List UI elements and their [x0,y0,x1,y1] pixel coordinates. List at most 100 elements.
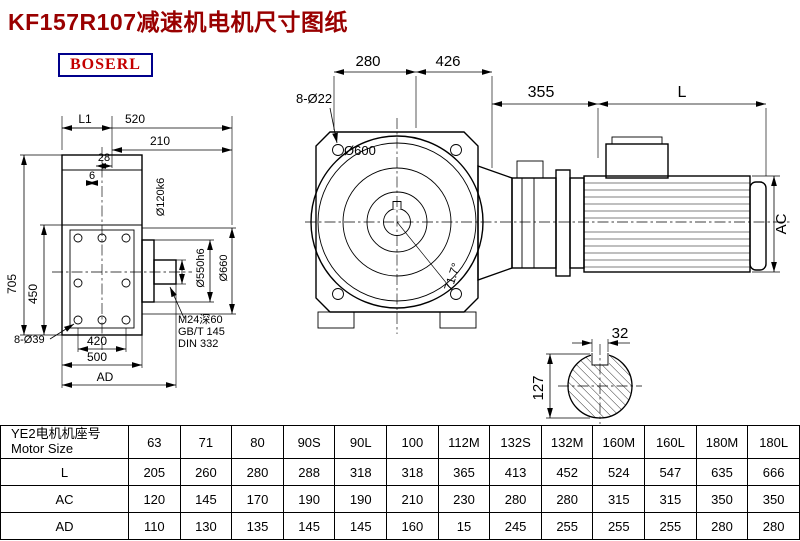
motor-size-header: YE2电机机座号 Motor Size [0,425,129,459]
column-header: 160L [644,425,697,459]
mounting-foot [439,311,477,329]
fan-cover [749,181,767,271]
dia-600-label: Ø600 [344,143,376,158]
table-cell: 280 [231,458,284,486]
table-header-row: YE2电机机座号 Motor Size 63 71 80 90S 90L 100… [0,425,800,459]
table-cell: 245 [489,512,542,540]
table-cell: 524 [592,458,646,486]
column-header: 90L [334,425,388,459]
table-cell: 145 [282,512,336,540]
flange-bolt-hole [450,288,462,300]
table-cell: 350 [747,485,800,513]
shaft-diameter-label: Ø120k6 [155,178,167,217]
table-cell: 170 [231,485,284,513]
dim-l-label: L [678,84,687,101]
column-header: 112M [437,425,491,459]
motor-size-header-cn: YE2电机机座号 [11,426,101,442]
motor-body [583,175,751,273]
dim-705-label: 705 [5,274,19,294]
table-cell: 160 [386,512,439,540]
motor-assembly-view: 355 L AC [477,84,790,281]
table-cell: 280 [695,512,749,540]
table-row-L: L 205 260 280 288 318 318 365 413 452 52… [0,458,800,486]
dim-ad-label: AD [97,370,114,384]
dim-355-label: 355 [528,84,555,101]
column-header: 71 [179,425,233,459]
table-cell: 280 [489,485,542,513]
table-cell: 145 [334,512,388,540]
brand-logo: BOSERL [58,53,153,77]
motor-size-header-en: Motor Size [11,441,74,456]
column-header: 132S [489,425,542,459]
table-cell: 315 [592,485,646,513]
shaft-section-detail: 32 127 [530,325,642,424]
table-cell: 318 [334,458,388,486]
dim-450-label: 450 [26,284,40,304]
table-cell: 120 [128,485,181,513]
table-cell: 255 [540,512,594,540]
terminal-box-lid [611,136,663,145]
flange-bolt-hole [332,144,344,156]
input-cover [516,160,544,179]
table-cell: 260 [179,458,233,486]
motor-cooling-fins [584,182,750,268]
bolt-hole [73,278,83,288]
table-cell: 547 [644,458,697,486]
dim-420-label: 420 [87,334,107,348]
dim-ac-label: AC [773,213,790,234]
row-label: AD [0,512,129,540]
dim-426-label: 426 [435,53,460,70]
output-flange-disc [141,239,155,303]
column-header: 63 [128,425,181,459]
dim-28-label: 28 [98,152,110,164]
table-cell: 110 [128,512,181,540]
column-header: 180M [695,425,749,459]
bolt-hole [73,233,83,243]
bolt-hole [121,278,131,288]
column-header: 160M [592,425,646,459]
table-cell: 255 [644,512,697,540]
table-cell: 210 [386,485,439,513]
dim-500-label: 500 [87,350,107,364]
technical-drawing: L1 520 210 28 6 705 450 8-Ø39 420 500 AD… [5,53,790,424]
table-cell: 666 [747,458,800,486]
flange-holes-label: 8-Ø22 [296,91,332,106]
dim-6-label: 6 [89,170,95,182]
table-cell: 315 [644,485,697,513]
dim-127-label: 127 [530,375,547,400]
table-cell: 230 [437,485,491,513]
table-cell: 255 [592,512,646,540]
tap-hole-label-line1: M24深60 [178,313,223,326]
table-cell: 145 [179,485,233,513]
flange-bolt-hole [450,144,462,156]
table-cell: 350 [695,485,749,513]
dim-280-label: 280 [355,53,380,70]
table-cell: 205 [128,458,181,486]
row-label: AC [0,485,129,513]
table-cell: 288 [282,458,336,486]
flange-diameter-label: Ø660 [218,255,230,282]
table-cell: 635 [695,458,749,486]
motor-front-bearing [569,177,585,269]
table-cell: 135 [231,512,284,540]
bolt-hole [121,315,131,325]
column-header: 90S [282,425,336,459]
table-cell: 130 [179,512,233,540]
dim-210-label: 210 [150,134,170,148]
angle-label: 71.7° [441,261,463,292]
table-cell: 318 [386,458,439,486]
table-row-AC: AC 120 145 170 190 190 210 230 280 280 3… [0,485,800,513]
flange-bolt-hole [332,288,344,300]
bolt-hole [73,315,83,325]
front-view: 280 426 8-Ø22 Ø600 71.7° [296,53,790,334]
dim-32-label: 32 [612,325,629,342]
spigot-diameter-label: Ø550h6 [195,248,207,287]
mounting-foot [317,311,355,329]
table-cell: 413 [489,458,542,486]
table-cell: 452 [540,458,594,486]
terminal-box [605,143,669,179]
table-cell: 190 [282,485,336,513]
motor-flange-ring [555,169,571,277]
column-header: 180L [747,425,800,459]
